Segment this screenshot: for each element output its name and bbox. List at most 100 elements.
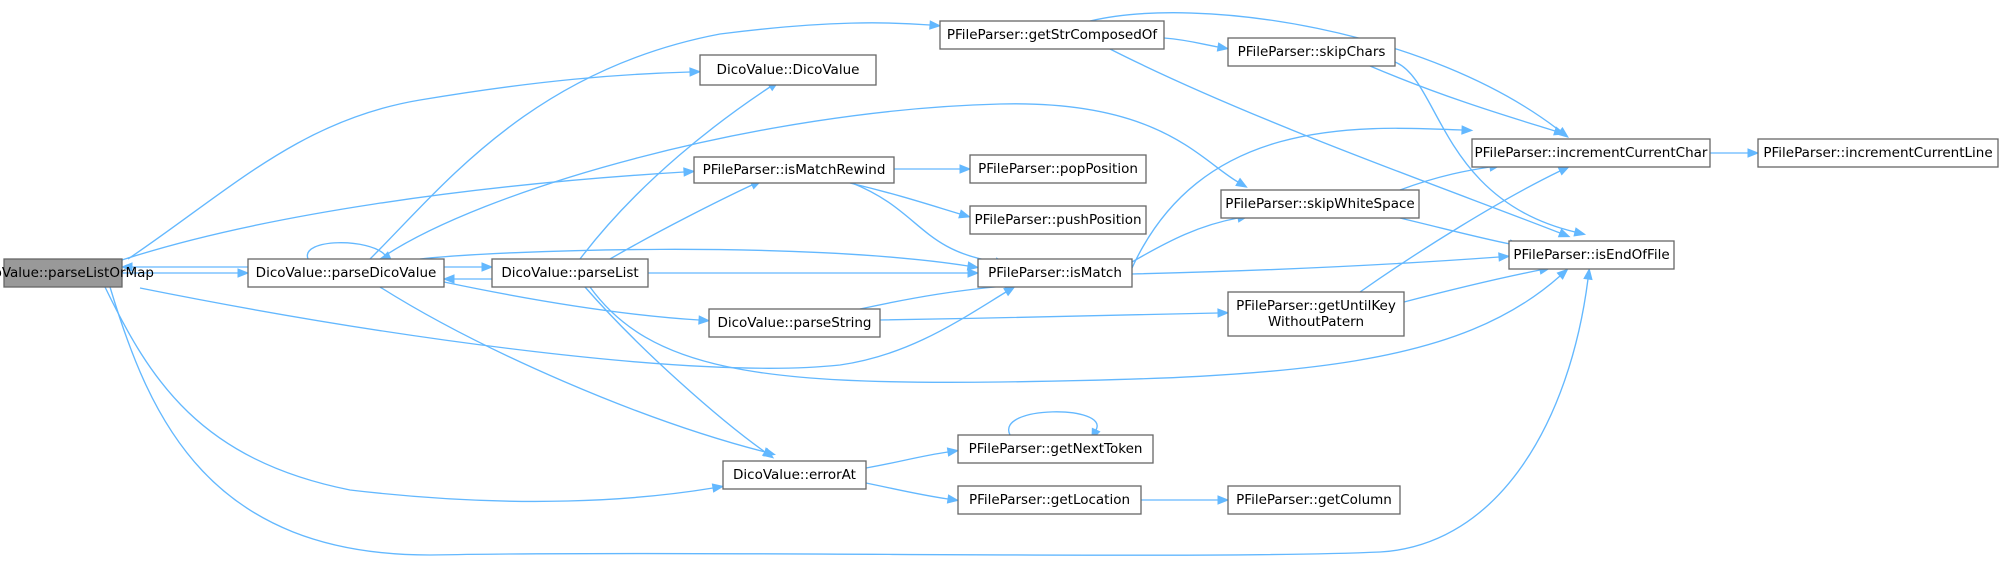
edge-line <box>1131 217 1239 263</box>
node-box[interactable] <box>939 20 1165 50</box>
edge-isMatchRewind-to-popPosition <box>894 164 972 174</box>
edge-parseListOrMap-to-isMatch <box>139 286 1016 369</box>
edge-line <box>849 182 961 215</box>
edge-skipChars-to-incrementCurrentChar <box>1369 65 1566 136</box>
node-box[interactable] <box>693 156 895 184</box>
node-incrementCurrentLine[interactable]: PFileParser::incrementCurrentLine <box>1757 138 1999 168</box>
arrowhead-icon <box>946 447 960 457</box>
edge-isMatch-to-incrementCurrentChar <box>1131 125 1474 269</box>
edge-line <box>1394 61 1576 233</box>
node-DicoValueCtor[interactable]: DicoValue::DicoValue <box>699 54 877 86</box>
arrowhead-icon <box>946 494 960 504</box>
node-box[interactable] <box>247 258 445 288</box>
node-box[interactable] <box>969 205 1147 235</box>
node-box[interactable] <box>969 154 1147 184</box>
edge-line <box>443 281 700 321</box>
edge-isMatch-to-isEndOfFile <box>1131 252 1511 275</box>
edge-line <box>865 482 949 500</box>
edge-incrementCurrentChar-to-incrementCurrentLine <box>1710 148 1760 158</box>
edge-line <box>879 312 1219 321</box>
edge-line <box>1163 37 1219 48</box>
node-parseString[interactable]: DicoValue::parseString <box>708 308 881 338</box>
arrowhead-icon <box>1461 125 1474 135</box>
edge-line <box>1403 269 1541 303</box>
nodes-layer: DicoValue::parseListOrMapDicoValue::pars… <box>0 20 1999 515</box>
node-box[interactable] <box>1508 240 1675 270</box>
edge-parseList-to-isMatch <box>648 268 980 278</box>
edge-getLocation-to-getColumn <box>1141 495 1230 505</box>
edge-line <box>139 287 1007 369</box>
arrowhead-icon <box>1556 268 1569 280</box>
edge-parseListOrMap-to-DicoValueCtor <box>127 67 702 260</box>
edge-line <box>865 451 949 469</box>
arrowhead-icon <box>1498 252 1511 262</box>
edge-line <box>584 286 766 453</box>
edge-line <box>1369 65 1556 132</box>
node-box[interactable] <box>1227 291 1405 337</box>
node-getColumn[interactable]: PFileParser::getColumn <box>1227 485 1401 515</box>
node-box[interactable] <box>957 485 1142 515</box>
node-isMatch[interactable]: PFileParser::isMatch <box>977 258 1133 288</box>
node-box[interactable] <box>1471 138 1711 168</box>
edge-parseDicoValue-to-getStrComposedOf <box>369 20 942 260</box>
node-box[interactable] <box>491 258 649 288</box>
edge-errorAt-to-getLocation <box>865 482 960 504</box>
arrowhead-icon <box>711 483 725 493</box>
edge-line <box>419 248 969 267</box>
edge-parseDicoValue-to-parseString <box>443 281 711 325</box>
edge-skipWhiteSpace-to-isEndOfFile <box>1399 217 1522 249</box>
node-box[interactable] <box>1220 189 1420 219</box>
node-getNextToken[interactable]: PFileParser::getNextToken <box>957 434 1154 464</box>
node-getStrComposedOf[interactable]: PFileParser::getStrComposedOf <box>939 20 1165 50</box>
arrowhead-icon <box>761 447 775 459</box>
arrowhead-icon <box>1583 267 1593 281</box>
node-isEndOfFile[interactable]: PFileParser::isEndOfFile <box>1508 240 1675 270</box>
edge-parseList-to-isMatchRewind <box>609 180 763 260</box>
edge-line <box>851 182 997 263</box>
edge-line <box>579 86 771 260</box>
arrowhead-icon <box>958 209 971 219</box>
node-pushPosition[interactable]: PFileParser::pushPosition <box>969 205 1147 235</box>
node-box[interactable] <box>708 308 881 338</box>
edge-line <box>609 184 753 260</box>
edge-parseDicoValue-to-parseListOrMap <box>120 262 248 272</box>
node-box[interactable] <box>977 258 1133 288</box>
edge-parseDicoValue-to-parseList <box>444 262 494 272</box>
arrowhead-icon <box>1573 227 1587 237</box>
node-getLocation[interactable]: PFileParser::getLocation <box>957 485 1142 515</box>
arrowhead-icon <box>1217 308 1230 318</box>
edge-getUntilKey-to-isEndOfFile <box>1403 265 1552 303</box>
edge-parseDicoValue-to-skipWhiteSpace <box>379 103 1248 260</box>
arrowhead-icon <box>1217 495 1230 505</box>
edge-line <box>1131 256 1500 275</box>
node-box[interactable] <box>3 258 123 288</box>
arrowhead-icon <box>683 167 696 177</box>
arrowhead-icon <box>1553 126 1566 136</box>
node-parseList[interactable]: DicoValue::parseList <box>491 258 649 288</box>
node-popPosition[interactable]: PFileParser::popPosition <box>969 154 1147 184</box>
edge-parseString-to-getUntilKey <box>879 308 1230 321</box>
edge-parseListOrMap-to-parseDicoValue <box>122 268 250 278</box>
node-box[interactable] <box>699 54 877 86</box>
node-box[interactable] <box>957 434 1154 464</box>
node-skipChars[interactable]: PFileParser::skipChars <box>1227 37 1396 67</box>
node-errorAt[interactable]: DicoValue::errorAt <box>722 460 867 490</box>
node-box[interactable] <box>722 460 867 490</box>
node-isMatchRewind[interactable]: PFileParser::isMatchRewind <box>693 156 895 184</box>
edge-line <box>369 22 931 260</box>
edge-errorAt-to-getNextToken <box>865 447 960 469</box>
arrowhead-icon <box>689 67 702 77</box>
edge-line <box>379 103 1239 260</box>
edge-getUntilKey-to-incrementCurrentChar <box>1359 166 1571 293</box>
node-box[interactable] <box>1227 485 1401 515</box>
arrowhead-icon <box>698 315 711 325</box>
edge-line <box>109 278 1589 556</box>
edge-line <box>589 275 1561 384</box>
node-parseDicoValue[interactable]: DicoValue::parseDicoValue <box>247 258 445 288</box>
node-skipWhiteSpace[interactable]: PFileParser::skipWhiteSpace <box>1220 189 1420 219</box>
node-box[interactable] <box>1227 37 1396 67</box>
node-box[interactable] <box>1757 138 1999 168</box>
node-incrementCurrentChar[interactable]: PFileParser::incrementCurrentChar <box>1471 138 1711 168</box>
